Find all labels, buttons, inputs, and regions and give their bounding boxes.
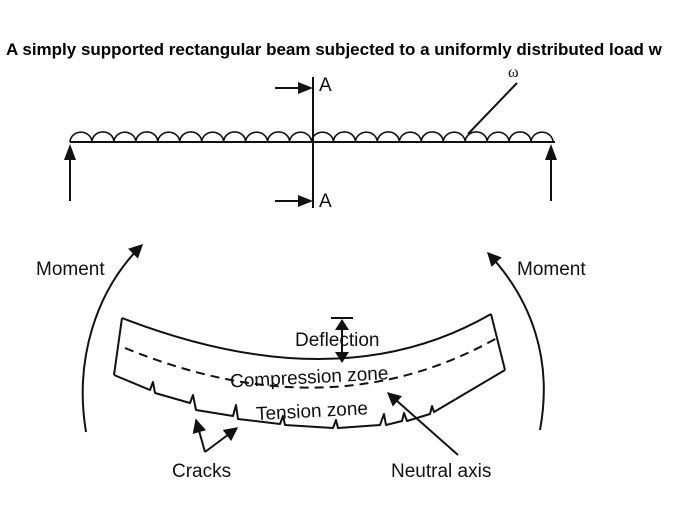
support-right bbox=[545, 144, 557, 201]
neutral-axis-pointer bbox=[386, 392, 459, 456]
neutral-axis-line bbox=[124, 337, 498, 389]
deflection-indicator bbox=[331, 317, 353, 363]
compression-zone-label: Compression zone bbox=[230, 363, 389, 392]
moment-arrow-left bbox=[81, 244, 144, 433]
moment-arrow-right bbox=[487, 251, 545, 431]
neutral-axis-label: Neutral axis bbox=[391, 461, 491, 482]
beam-bottom-edge-cracked bbox=[113, 369, 506, 429]
moment-label-left: Moment bbox=[36, 259, 105, 280]
section-label-bottom: A bbox=[319, 191, 332, 212]
load-pointer-line bbox=[467, 82, 518, 135]
deflection-label: Deflection bbox=[295, 330, 380, 351]
support-left bbox=[64, 144, 76, 201]
cracks-label: Cracks bbox=[172, 461, 231, 482]
cracks-pointer bbox=[192, 418, 239, 453]
beam-right-end bbox=[490, 313, 506, 371]
beam-left-end bbox=[113, 317, 123, 376]
load-symbol: ω bbox=[508, 64, 519, 81]
section-cut-line bbox=[275, 77, 314, 208]
diagram-title: A simply supported rectangular beam subj… bbox=[6, 40, 662, 59]
moment-label-right: Moment bbox=[517, 259, 586, 280]
deflected-beam bbox=[113, 313, 506, 429]
beam-top-edge bbox=[121, 313, 492, 360]
udl-load-arcs bbox=[69, 131, 554, 143]
section-label-top: A bbox=[319, 75, 332, 96]
tension-zone-label: Tension zone bbox=[256, 398, 369, 425]
